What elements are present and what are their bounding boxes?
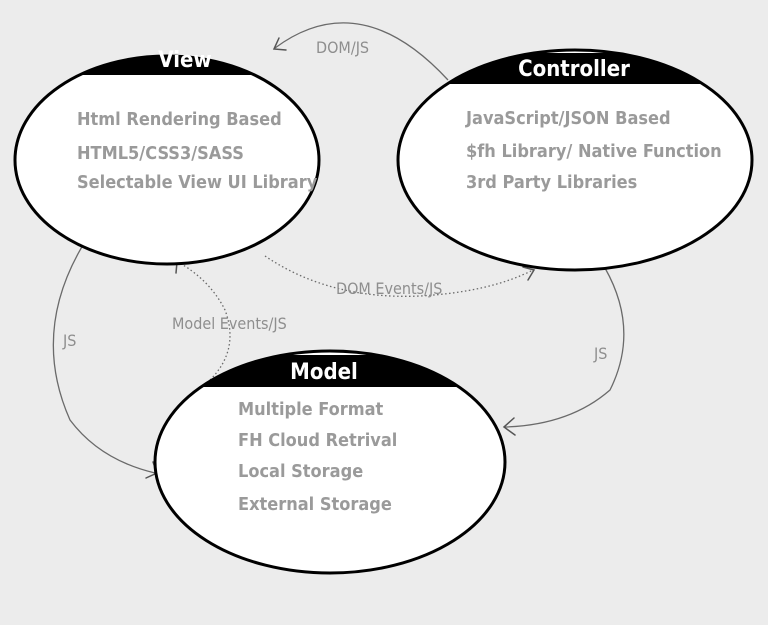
edge-label-dom-events-js: DOM Events/JS — [336, 279, 442, 298]
edge-controller-to-view: DOM/JS — [272, 22, 449, 81]
node-controller-item-3: 3rd Party Libraries — [466, 172, 637, 193]
node-model-title: Model — [290, 360, 358, 385]
edge-label-model-events-js: Model Events/JS — [172, 314, 287, 333]
node-model: Model Multiple Format FH Cloud Retrival … — [153, 349, 507, 575]
node-controller: Controller JavaScript/JSON Based $fh Lib… — [396, 48, 754, 272]
node-model-item-4: External Storage — [238, 494, 392, 515]
edge-label-dom-js: DOM/JS — [316, 38, 369, 57]
edge-label-js-right: JS — [593, 344, 607, 363]
node-model-item-1: Multiple Format — [238, 399, 383, 420]
node-controller-item-2: $fh Library/ Native Function — [466, 141, 722, 162]
arrowhead-icon — [272, 37, 287, 51]
node-view-title: View — [158, 48, 211, 73]
node-model-item-3: Local Storage — [238, 461, 363, 482]
arrowhead-icon — [522, 266, 536, 281]
node-view-item-1: Html Rendering Based — [77, 109, 282, 130]
node-controller-title: Controller — [518, 57, 630, 82]
node-view: View Html Rendering Based HTML5/CSS3/SAS… — [13, 48, 321, 266]
edge-view-to-model: JS — [52, 239, 158, 479]
node-view-item-3: Selectable View UI Library — [77, 172, 318, 193]
arrowhead-icon — [502, 417, 516, 436]
edge-view-to-controller: DOM Events/JS — [264, 255, 536, 298]
edge-controller-to-model: JS — [502, 267, 625, 436]
node-model-item-2: FH Cloud Retrival — [238, 430, 397, 451]
node-controller-item-1: JavaScript/JSON Based — [465, 108, 671, 129]
edge-label-js-left: JS — [62, 331, 76, 350]
node-view-item-2: HTML5/CSS3/SASS — [77, 143, 244, 164]
